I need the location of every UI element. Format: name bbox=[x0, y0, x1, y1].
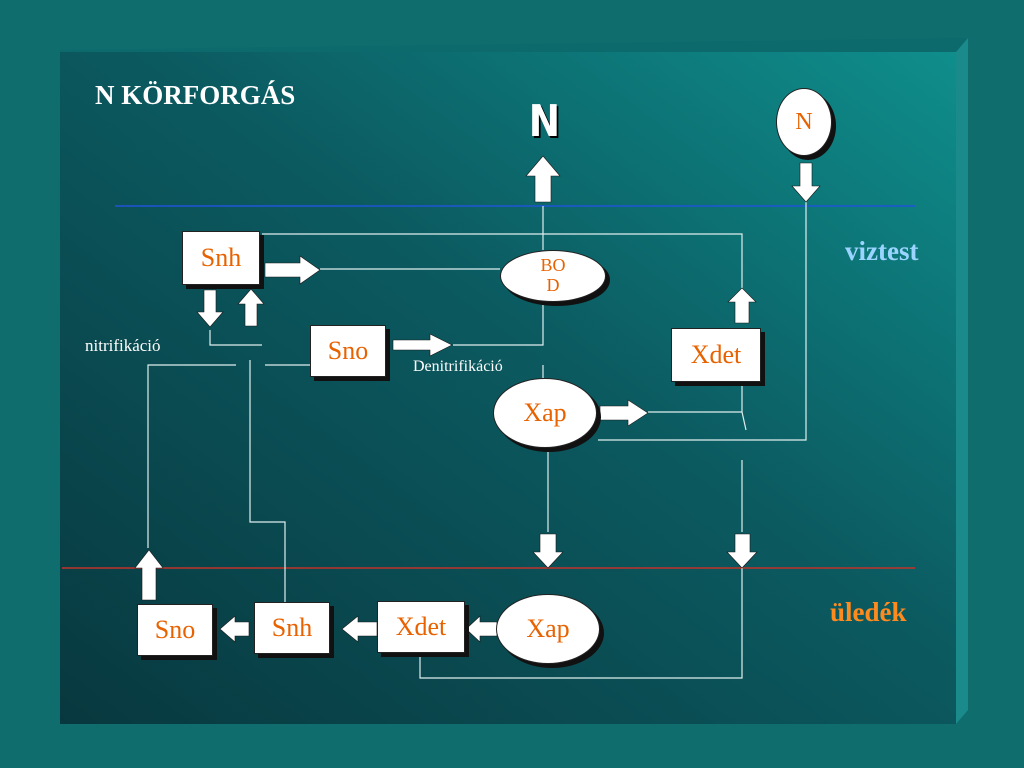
arrow-xap-right bbox=[599, 399, 649, 427]
water-zone-label: viztest bbox=[845, 236, 919, 266]
xap-water-node: Xap bbox=[493, 378, 597, 448]
snh-water-node: Snh bbox=[182, 231, 260, 285]
escaping-nitrogen-label: N bbox=[528, 96, 561, 147]
arrow-xap-settle bbox=[532, 533, 564, 569]
arrow-sno-to-denit bbox=[392, 333, 453, 357]
xdet-water-node: Xdet bbox=[671, 328, 761, 382]
xdet-sediment-node: Xdet bbox=[377, 601, 465, 653]
arrow-xdet-settle bbox=[726, 533, 758, 569]
sno-water-node: Sno bbox=[310, 325, 386, 377]
arrow-n-input bbox=[791, 162, 821, 203]
arrow-xap-to-xdet bbox=[465, 615, 498, 643]
panel-top-edge bbox=[60, 38, 968, 52]
arrow-up-to-snh bbox=[237, 288, 265, 327]
nitrogen-input-node: N bbox=[776, 88, 832, 156]
denitrification-label: Denitrifikáció bbox=[413, 358, 503, 375]
bod-node: BOD bbox=[500, 250, 606, 302]
snh-sediment-node: Snh bbox=[254, 602, 330, 654]
connector-lines bbox=[147, 200, 807, 679]
arrow-n-escape bbox=[525, 155, 561, 203]
panel-right-edge bbox=[956, 38, 968, 724]
arrow-xdet-to-snh bbox=[341, 615, 378, 643]
arrow-snh-to-sno bbox=[219, 615, 250, 643]
arrow-snh-to-bod bbox=[264, 255, 321, 285]
sediment-zone-label: üledék bbox=[830, 597, 907, 627]
arrow-snh-down bbox=[196, 289, 224, 328]
xap-sediment-node: Xap bbox=[496, 594, 600, 664]
arrow-up-to-xdet bbox=[727, 287, 757, 324]
sno-sediment-node: Sno bbox=[137, 604, 213, 656]
page-title: N KÖRFORGÁS bbox=[95, 80, 296, 110]
arrow-sno-up bbox=[134, 549, 164, 601]
nitrification-label: nitrifikáció bbox=[85, 336, 161, 355]
